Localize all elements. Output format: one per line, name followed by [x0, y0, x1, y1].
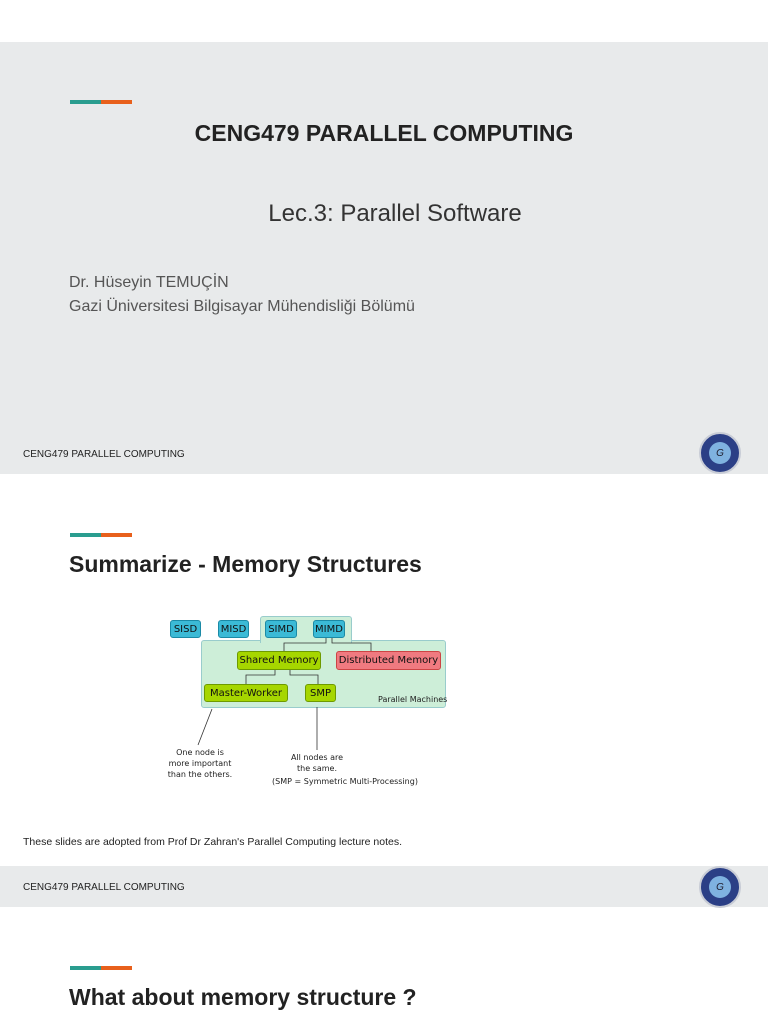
slide-footer: CENG479 PARALLEL COMPUTING [23, 449, 185, 460]
simd-box: SIMD [265, 620, 297, 638]
accent-bar [70, 100, 132, 104]
mimd-box: MIMD [313, 620, 345, 638]
credit-text: These slides are adopted from Prof Dr Za… [23, 836, 403, 848]
university-logo: G [699, 432, 741, 474]
course-title: CENG479 PARALLEL COMPUTING [194, 120, 574, 146]
lecture-title: Lec.3: Parallel Software [268, 200, 522, 227]
master-worker-box: Master-Worker [204, 684, 288, 702]
accent-bar [70, 966, 132, 970]
note-master-worker: One node is more important than the othe… [167, 748, 233, 779]
sisd-box: SISD [170, 620, 201, 638]
affiliation: Gazi Üniversitesi Bilgisayar Mühendisliğ… [69, 298, 415, 315]
slide-footer: CENG479 PARALLEL COMPUTING [23, 882, 185, 893]
accent-bar [70, 533, 132, 537]
shared-memory-box: Shared Memory [237, 651, 321, 670]
slide-title: Summarize - Memory Structures [69, 551, 422, 577]
author: Dr. Hüseyin TEMUÇİN [69, 274, 229, 291]
group-label: Parallel Machines [378, 695, 448, 704]
title-slide: CENG479 PARALLEL COMPUTING Lec.3: Parall… [0, 42, 768, 474]
slide-footer-bar: CENG479 PARALLEL COMPUTING G [0, 866, 768, 908]
smp-box: SMP [305, 684, 336, 702]
misd-box: MISD [218, 620, 249, 638]
university-logo: G [699, 866, 741, 908]
memory-diagram: SISD MISD SIMD MIMD Shared Memory Distri… [160, 605, 460, 795]
distributed-memory-box: Distributed Memory [336, 651, 441, 670]
slide-title: What about memory structure ? [69, 984, 417, 1010]
note-smp-definition: (SMP = Symmetric Multi-Processing) [272, 777, 418, 786]
diagram-arrows [197, 638, 372, 750]
note-smp: All nodes are the same. [290, 753, 344, 773]
